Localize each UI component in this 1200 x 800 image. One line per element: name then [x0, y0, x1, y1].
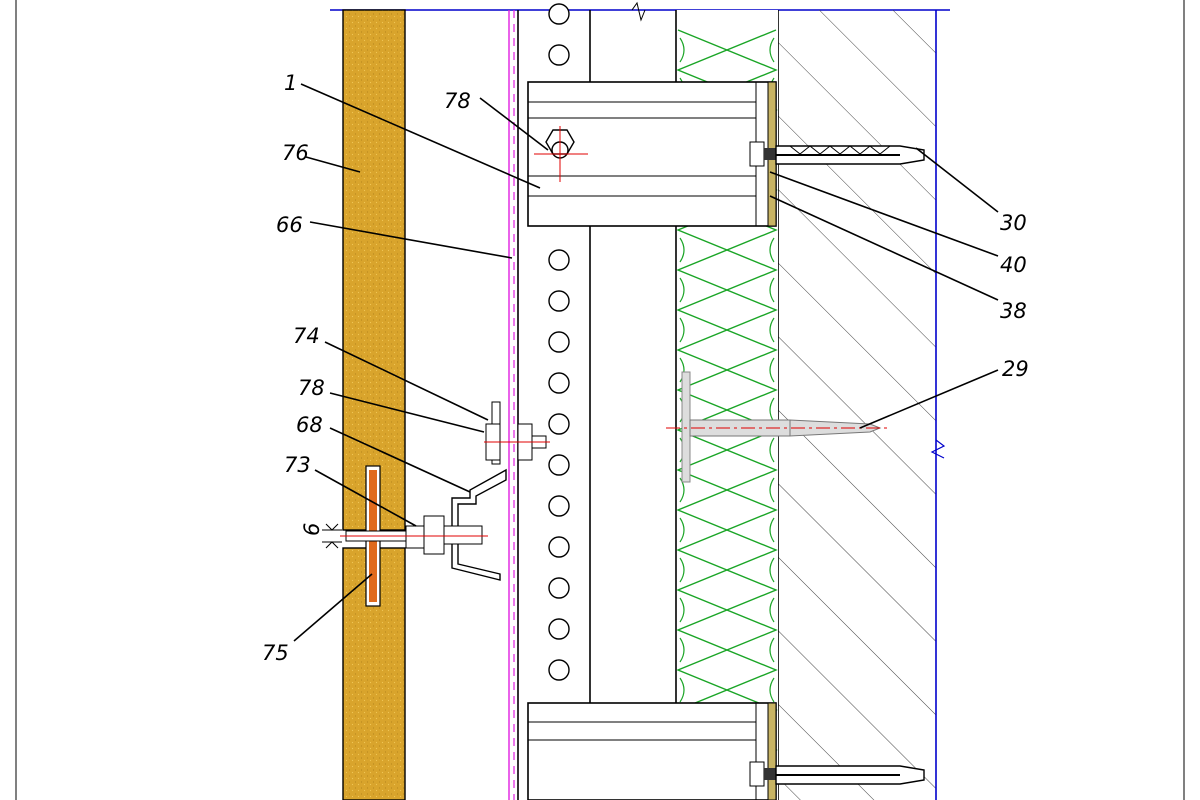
callout-29: 29 — [1002, 357, 1029, 381]
callout-40: 40 — [1000, 253, 1027, 277]
profile-hole — [548, 577, 570, 599]
callout-78-middle: 78 — [298, 376, 325, 400]
insulation-loop — [679, 677, 685, 703]
insulation-loop — [769, 637, 775, 663]
profile-hole — [548, 618, 570, 640]
callout-75: 75 — [262, 641, 289, 665]
insulation-loop — [769, 677, 775, 703]
insulation-loop — [679, 237, 685, 263]
insulation-loop — [769, 557, 775, 583]
insulation-loop — [769, 517, 775, 543]
profile-hole — [548, 3, 570, 25]
insulation-loop — [679, 637, 685, 663]
gap-dimension — [322, 523, 342, 549]
profile-hole — [548, 372, 570, 394]
profile-hole — [548, 536, 570, 558]
profile-hole — [548, 290, 570, 312]
insulation-loop — [769, 437, 775, 463]
callout-78-top: 78 — [444, 89, 471, 113]
insulation-loop — [679, 557, 685, 583]
insulation-loop — [679, 477, 685, 503]
insulation-loop — [769, 277, 775, 303]
callout-1: 1 — [284, 71, 297, 95]
insulation-loop — [769, 357, 775, 383]
insulation-loop — [679, 357, 685, 383]
insulation-loop — [679, 37, 685, 63]
anchor-pin-73-75 — [340, 465, 488, 607]
profile-hole — [548, 659, 570, 681]
profile-hole — [548, 331, 570, 353]
insulation-loop — [769, 477, 775, 503]
callout-76: 76 — [282, 141, 309, 165]
insulation-loop — [679, 277, 685, 303]
insulation-loop — [679, 517, 685, 543]
insulation-loop — [769, 317, 775, 343]
bolt-assembly-74 — [484, 401, 550, 465]
insulation-loop — [769, 597, 775, 623]
callout-74: 74 — [293, 324, 320, 348]
cladding-panel-76 — [342, 9, 406, 800]
concrete-wall — [777, 10, 946, 800]
leader-lines — [293, 83, 999, 642]
callout-66: 66 — [276, 213, 303, 237]
profile-hole — [548, 454, 570, 476]
insulation-loop — [679, 597, 685, 623]
profile-hole — [548, 495, 570, 517]
hanger-68 — [451, 468, 507, 581]
insulation-loop — [679, 317, 685, 343]
profile-hole — [548, 249, 570, 271]
bolt-78-top — [534, 126, 588, 182]
windproof-membrane-66 — [508, 10, 515, 800]
callout-68: 68 — [296, 413, 323, 437]
bracket-bottom — [527, 702, 777, 800]
callout-73: 73 — [284, 453, 311, 477]
profile-hole — [548, 413, 570, 435]
callout-30: 30 — [1000, 211, 1027, 235]
callout-38: 38 — [1000, 299, 1027, 323]
insulation-dowel-29 — [666, 371, 890, 483]
profile-hole — [548, 44, 570, 66]
anchor-dowel-30 — [749, 141, 925, 167]
anchor-dowel-bottom — [749, 761, 925, 787]
gap-dimension-label: 6 — [300, 523, 324, 536]
insulation-loop — [769, 37, 775, 63]
insulation-loop — [769, 237, 775, 263]
break-mark-top — [631, 1, 646, 22]
